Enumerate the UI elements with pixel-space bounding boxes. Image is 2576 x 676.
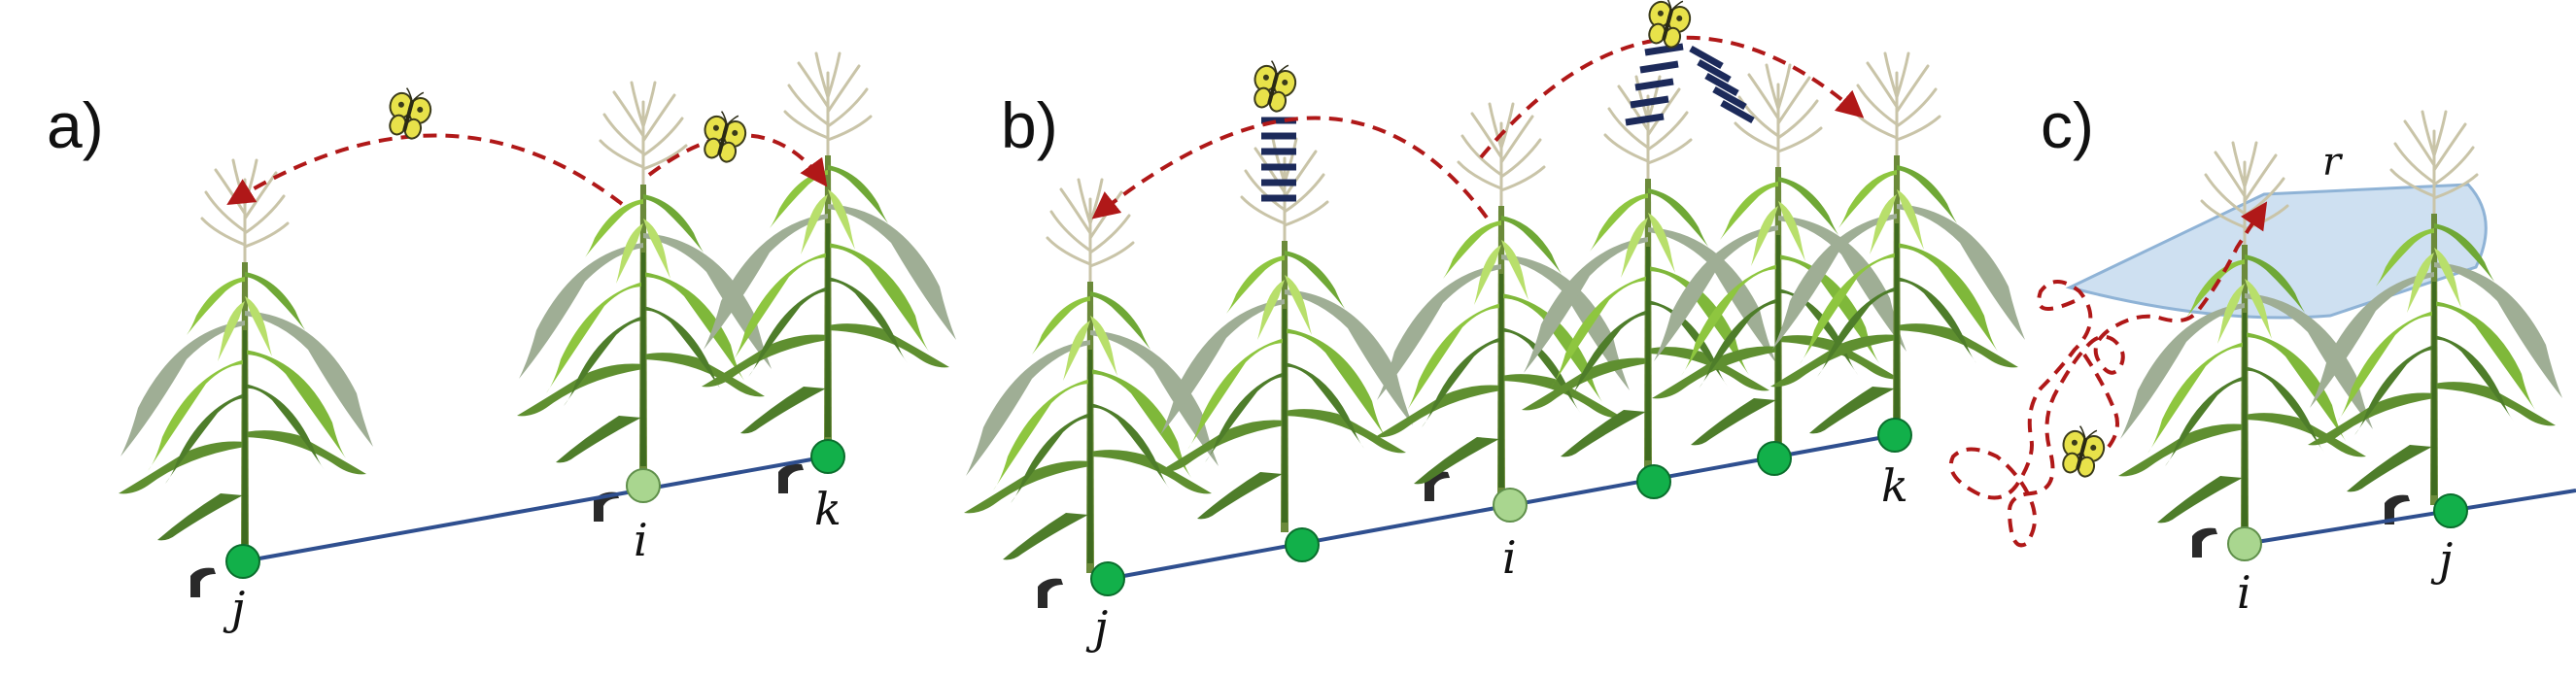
node-label-j: j (2430, 533, 2453, 586)
connection-line (242, 455, 829, 563)
node (1285, 527, 1320, 562)
panel-label-a: a) (47, 89, 104, 161)
node (1757, 441, 1792, 476)
corn-plant-icon (117, 158, 375, 556)
butterfly-icon (1247, 56, 1301, 116)
butterfly-icon (382, 84, 436, 143)
base-tuft (1038, 578, 1063, 608)
panel-label-b: b) (1001, 89, 1058, 161)
flight-path (647, 133, 828, 187)
panel-a: a) j i k (47, 51, 958, 634)
radius-label: r (2322, 140, 2344, 185)
node-k (810, 439, 845, 474)
panel-label-c: c) (2041, 89, 2094, 161)
node (1636, 464, 1671, 499)
node-j (2433, 493, 2468, 528)
flight-path (226, 133, 624, 206)
base-tuft (2192, 527, 2217, 558)
base-tuft (778, 463, 804, 493)
node-j (1090, 561, 1125, 596)
butterfly-icon (2055, 422, 2110, 481)
node-label-k: k (1881, 459, 1908, 512)
flight-path (1091, 116, 1489, 220)
node-label-j: j (223, 582, 245, 634)
base-tuft (190, 567, 216, 597)
connection-line (2244, 489, 2576, 546)
node-label-j: j (1085, 601, 1108, 654)
butterfly-icon (697, 107, 751, 166)
random-walk-path (2082, 353, 2119, 449)
node-i (2227, 526, 2262, 561)
node-label-i: i (2237, 566, 2251, 619)
corn-plant-icon (962, 178, 1220, 575)
node-label-i: i (634, 514, 648, 566)
node-i (626, 468, 661, 503)
node-k (1877, 418, 1912, 453)
barrier-stripes-icon (1689, 45, 1755, 124)
search-radius-region (2065, 183, 2488, 320)
node-label-i: i (1502, 531, 1517, 584)
panel-b: b) j i k (962, 0, 2027, 654)
barrier-stripes-icon (1625, 43, 1684, 126)
node-j (225, 544, 260, 579)
random-walk-path (1948, 201, 2268, 548)
node-label-k: k (814, 483, 841, 535)
node-i (1493, 488, 1528, 523)
panel-c: c) r i j (1948, 89, 2576, 619)
